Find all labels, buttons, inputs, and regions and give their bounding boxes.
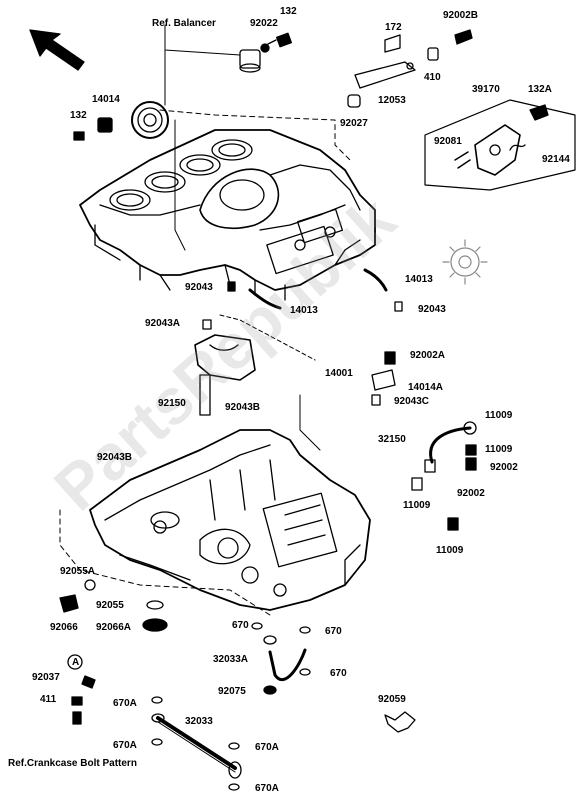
label-ref-crankcase: Ref.Crankcase Bolt Pattern xyxy=(8,758,137,769)
label-411: 411 xyxy=(40,694,57,705)
label-132-top: 132 xyxy=(280,6,297,17)
label-92055: 92055 xyxy=(96,600,124,611)
label-670-a: 670 xyxy=(232,620,249,631)
bolt-92002B xyxy=(454,29,473,45)
label-92043B-a: 92043B xyxy=(225,402,261,413)
bearing-cap-14001 xyxy=(194,334,256,416)
upper-crankcase xyxy=(79,129,376,301)
label-92002B: 92002B xyxy=(443,10,479,21)
label-11009-b: 11009 xyxy=(485,444,513,455)
label-92002A: 92002A xyxy=(410,350,446,361)
label-92002-a: 92002 xyxy=(490,462,518,473)
label-670A-d: 670A xyxy=(255,783,279,794)
label-92022: 92022 xyxy=(250,18,278,29)
balancer-bearing xyxy=(131,49,261,139)
label-11009-a: 11009 xyxy=(485,410,513,421)
label-92081: 92081 xyxy=(434,136,462,147)
label-410: 410 xyxy=(424,72,441,83)
valve-box-39170 xyxy=(424,99,576,191)
fitting-14014A xyxy=(371,351,396,406)
label-670A-a: 670A xyxy=(113,698,137,709)
label-11009-d: 11009 xyxy=(436,545,464,556)
label-92043A: 92043A xyxy=(145,318,181,329)
label-92037: 92037 xyxy=(32,672,60,683)
label-132A: 132A xyxy=(528,84,552,95)
label-670A-c: 670A xyxy=(255,742,279,753)
label-670-b: 670 xyxy=(325,626,342,637)
label-172: 172 xyxy=(385,22,402,33)
fittings-92037-411 xyxy=(67,654,96,725)
label-92150: 92150 xyxy=(158,398,186,409)
label-92055A: 92055A xyxy=(60,566,96,577)
drain-plug-92066 xyxy=(59,579,96,613)
label-92027: 92027 xyxy=(340,118,368,129)
label-32150: 32150 xyxy=(378,434,406,445)
filter-92066A xyxy=(142,600,168,632)
oil-pipe-32150 xyxy=(411,421,477,531)
dowels xyxy=(202,281,403,330)
bearing-shells-14013 xyxy=(248,268,388,310)
lower-case-boundary xyxy=(59,509,271,616)
label-670A-b: 670A xyxy=(113,740,137,751)
label-14001: 14001 xyxy=(325,368,353,379)
label-39170: 39170 xyxy=(472,84,500,95)
pipe-32033 xyxy=(151,696,242,791)
bolt-132-top xyxy=(267,32,292,48)
gear-icon xyxy=(442,239,488,285)
cap-14014 xyxy=(73,117,113,141)
label-92002-b: 92002 xyxy=(457,488,485,499)
bracket-12053 xyxy=(347,34,439,108)
label-12053: 12053 xyxy=(378,95,406,106)
label-11009-c: 11009 xyxy=(403,500,431,511)
label-132-left: 132 xyxy=(70,110,87,121)
label-14013-a: 14013 xyxy=(405,274,433,285)
label-92043-b: 92043 xyxy=(418,304,446,315)
label-92144: 92144 xyxy=(542,154,570,165)
hose-92059 xyxy=(384,711,416,733)
orings-670 xyxy=(251,622,311,676)
label-ref-balancer: Ref. Balancer xyxy=(152,18,216,29)
label-92043-a: 92043 xyxy=(185,282,213,293)
label-92066: 92066 xyxy=(50,622,78,633)
washer-92022 xyxy=(260,43,270,53)
label-14014: 14014 xyxy=(92,94,120,105)
front-arrow-icon xyxy=(29,29,85,71)
label-92043B-b: 92043B xyxy=(97,452,133,463)
label-14013-b: 14013 xyxy=(290,305,318,316)
hose-32033A xyxy=(263,635,307,695)
label-92066A: 92066A xyxy=(96,622,132,633)
label-670-c: 670 xyxy=(330,668,347,679)
label-92043C: 92043C xyxy=(394,396,430,407)
label-32033: 32033 xyxy=(185,716,213,727)
upper-case-boundary xyxy=(159,109,351,161)
label-14014A: 14014A xyxy=(408,382,444,393)
marker-A: A xyxy=(72,657,80,668)
label-92075: 92075 xyxy=(218,686,246,697)
label-32033A: 32033A xyxy=(213,654,249,665)
label-92059: 92059 xyxy=(378,694,406,705)
lower-crankcase xyxy=(89,429,371,611)
